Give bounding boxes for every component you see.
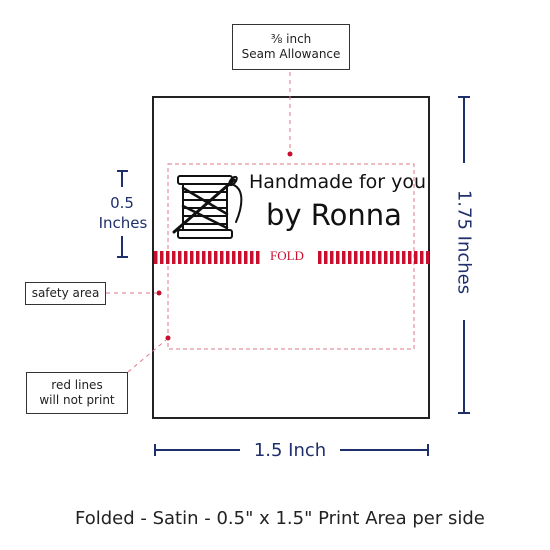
fold-stripe-bar (256, 251, 260, 264)
seam-allowance-callout: ⅜ inch Seam Allowance (232, 24, 350, 70)
fold-text: FOLD (267, 248, 307, 264)
fold-stripe-bar (426, 251, 430, 264)
fold-stripe-bar (208, 251, 212, 264)
fold-stripe-bar (214, 251, 218, 264)
fold-stripe-bar (232, 251, 236, 264)
fold-stripe-bar (408, 251, 412, 264)
fold-stripe-bar (238, 251, 242, 264)
fold-stripe-bar (366, 251, 370, 264)
fold-stripe-bar (250, 251, 254, 264)
fold-stripe-bar (330, 251, 334, 264)
safety-leader-dot (156, 290, 162, 296)
fold-stripe-bar (226, 251, 230, 264)
fold-stripe (154, 251, 430, 264)
red-lines-callout: red lines will not print (26, 372, 128, 414)
half-inch-unit: Inches (98, 214, 148, 232)
fold-stripe-bar (166, 251, 170, 264)
red-lines-line-1: red lines (51, 378, 103, 392)
width-dimension-label: 1.5 Inch (253, 440, 327, 461)
fold-stripe-bar (414, 251, 418, 264)
fold-stripe-bar (202, 251, 206, 264)
fold-stripe-bar (318, 251, 322, 264)
label-line-1: Handmade for you (249, 171, 427, 193)
fold-stripe-bar (360, 251, 364, 264)
fold-stripe-bar (378, 251, 382, 264)
thread-spool-needle-icon (172, 175, 243, 239)
fold-stripe-bar (196, 251, 200, 264)
fold-stripe-bar (354, 251, 358, 264)
fold-stripe-bar (348, 251, 352, 264)
fold-stripe-bar (160, 251, 164, 264)
fold-stripe-bar (324, 251, 328, 264)
half-inch-value: 0.5 (110, 194, 134, 212)
red-lines-line-2: will not print (39, 393, 115, 407)
safety-area-callout: safety area (25, 282, 106, 305)
seam-allowance-fraction: ⅜ inch (270, 32, 312, 46)
fold-stripe-bar (220, 251, 224, 264)
fold-stripe-bar (384, 251, 388, 264)
fold-stripe-bar (342, 251, 346, 264)
seam-allowance-label: Seam Allowance (241, 47, 341, 61)
height-dimension-label: 1.75 Inches (453, 189, 475, 295)
redlines-leader-dot (165, 335, 171, 341)
fold-stripe-bar (172, 251, 176, 264)
fold-stripe-bar (190, 251, 194, 264)
seam-leader-dot (287, 151, 293, 157)
caption: Folded - Satin - 0.5" x 1.5" Print Area … (75, 508, 485, 529)
fold-stripe-bar (372, 251, 376, 264)
fold-stripe-bar (336, 251, 340, 264)
label-line-2: by Ronna (266, 198, 402, 232)
fold-stripe-bar (402, 251, 406, 264)
fold-stripe-bar (154, 251, 158, 264)
height-dimension (458, 96, 470, 414)
fold-stripe-bar (396, 251, 400, 264)
fold-stripe-bar (420, 251, 424, 264)
width-dimension (154, 444, 429, 456)
fold-stripe-bar (178, 251, 182, 264)
fold-stripe-bar (244, 251, 248, 264)
half-inch-dimension (117, 170, 128, 258)
fold-stripe-bar (390, 251, 394, 264)
redlines-leader-line (127, 339, 167, 373)
fold-stripe-bar (184, 251, 188, 264)
